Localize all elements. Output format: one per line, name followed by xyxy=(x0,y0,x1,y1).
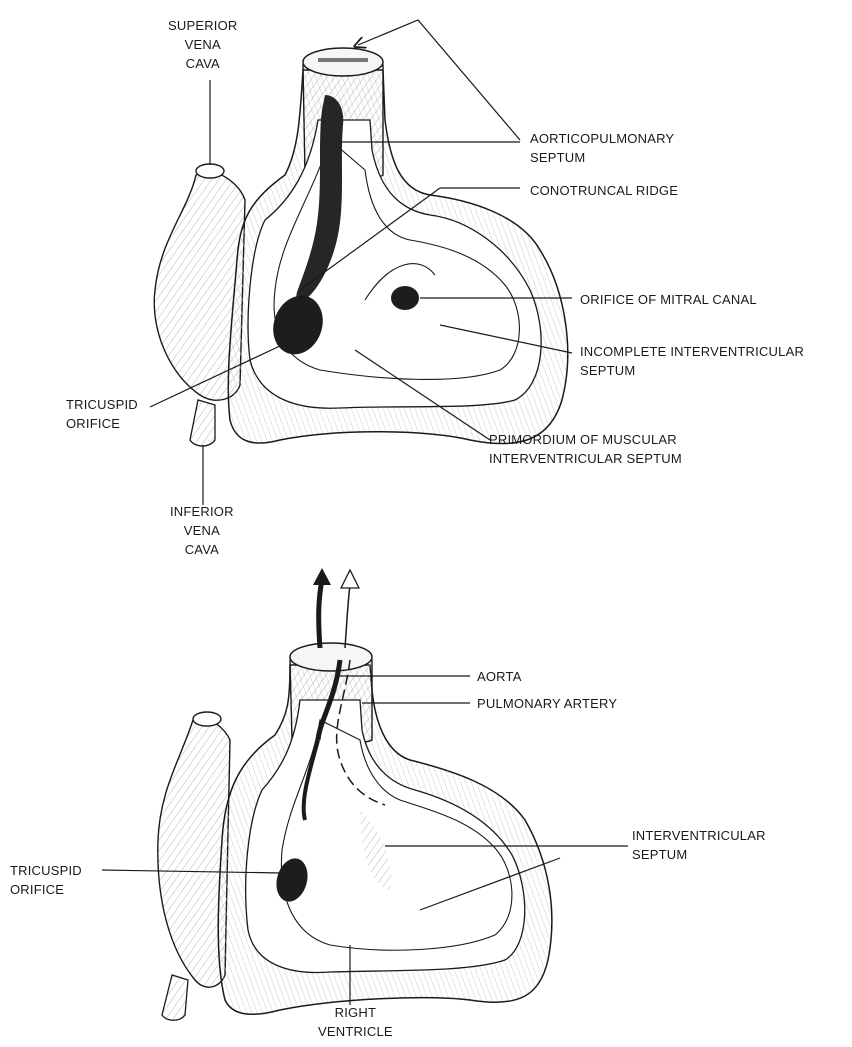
label-bottom-tricuspid-orifice: TRICUSPID ORIFICE xyxy=(10,861,82,899)
bottom-heart xyxy=(158,568,552,1020)
label-inferior-vena-cava: INFERIOR VENA CAVA xyxy=(170,502,234,559)
label-primordium-muscular-septum: PRIMORDIUM OF MUSCULAR INTERVENTRICULAR … xyxy=(489,430,682,468)
bottom-truncus-opening xyxy=(290,643,372,671)
bottom-pulmonary-arrow xyxy=(345,585,350,648)
label-orifice-mitral-canal: ORIFICE OF MITRAL CANAL xyxy=(580,290,757,309)
label-right-ventricle: RIGHT VENTRICLE xyxy=(318,1003,393,1041)
label-conotruncal-ridge: CONOTRUNCAL RIDGE xyxy=(530,181,678,200)
label-pulmonary-artery: PULMONARY ARTERY xyxy=(477,694,617,713)
bottom-svc-opening xyxy=(193,712,221,726)
label-top-tricuspid-orifice: TRICUSPID ORIFICE xyxy=(66,395,138,433)
label-superior-vena-cava: SUPERIOR VENA CAVA xyxy=(168,16,238,73)
top-svc-opening xyxy=(196,164,224,178)
label-incomplete-iv-septum: INCOMPLETE INTERVENTRICULAR SEPTUM xyxy=(580,342,804,380)
bottom-aorta-arrow xyxy=(319,580,322,648)
label-aorticopulmonary-septum: AORTICOPULMONARY SEPTUM xyxy=(530,129,674,167)
top-mitral-orifice xyxy=(391,286,419,310)
bottom-ivc xyxy=(162,975,188,1020)
top-ivc xyxy=(190,400,215,446)
label-aorta: AORTA xyxy=(477,667,522,686)
label-interventricular-septum: INTERVENTRICULAR SEPTUM xyxy=(632,826,766,864)
